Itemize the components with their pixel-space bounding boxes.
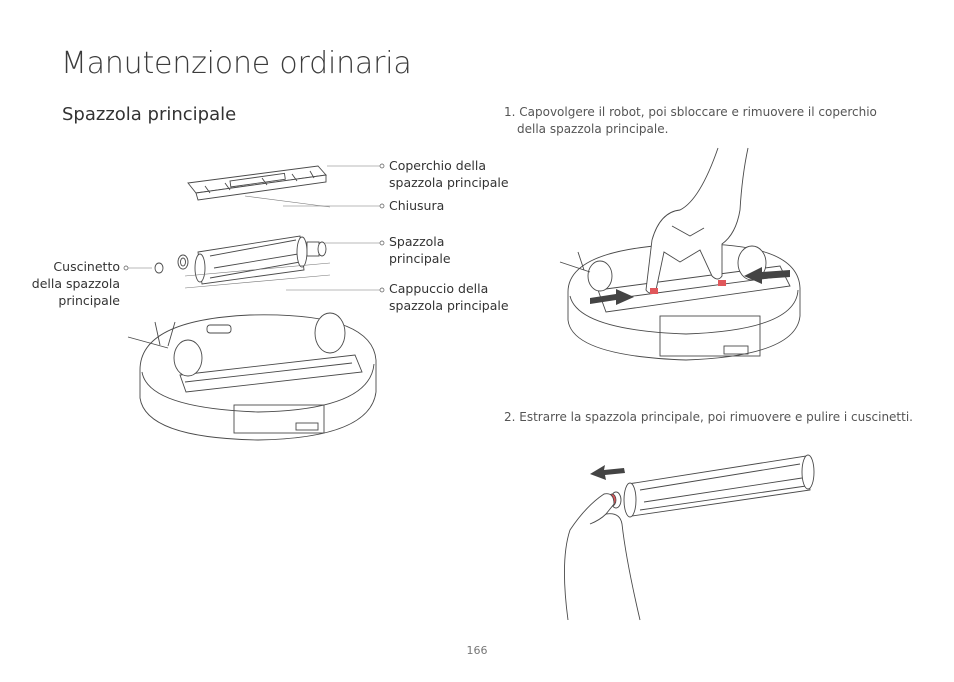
hand-illustration [645, 147, 749, 294]
step-2: 2. Estrarre la spazzola principale, poi … [504, 410, 913, 424]
page-title: Manutenzione ordinaria [61, 46, 412, 81]
hand-illustration [564, 493, 641, 621]
label-cover: Coperchio della spazzola principale [389, 158, 509, 190]
section-title: Spazzola principale [62, 104, 237, 125]
arrow-icon [590, 267, 790, 305]
main-brush-illustration [610, 454, 815, 518]
arrow-icon [590, 465, 625, 480]
page-number: 166 [466, 644, 488, 657]
brush-cover-illustration [187, 165, 331, 208]
robot-vacuum-illustration [127, 312, 377, 441]
main-brush-illustration [154, 235, 331, 289]
label-latch: Chiusura [389, 198, 445, 213]
label-bearing: Cuscinetto della spazzola principale [31, 259, 120, 308]
label-cap: Cappuccio della spazzola principale [389, 281, 509, 313]
step-1: 1. Capovolgere il robot, poi sbloccare e… [504, 105, 877, 136]
label-brush: Spazzola principale [389, 234, 451, 266]
